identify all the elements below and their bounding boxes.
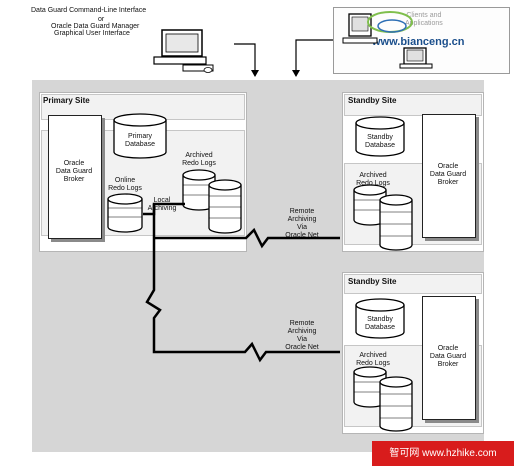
- primary-database-icon: [113, 113, 167, 159]
- clients-line-1: Clients and: [406, 12, 442, 19]
- remote-1-line-3: Via: [297, 224, 307, 231]
- remote-2-line-1: Remote: [289, 320, 315, 327]
- standby-1-broker-line-1: Oracle: [437, 163, 459, 170]
- standby-2-broker-line-2: Data Guard: [429, 353, 467, 360]
- standby-2-broker-box: [422, 296, 476, 420]
- primary-archived-logs-icon: [182, 169, 242, 234]
- standby-1-broker-line-2: Data Guard: [429, 171, 467, 178]
- standby-2-database-line-1: Standby: [367, 316, 393, 323]
- standby-2-database-icon: [355, 298, 405, 339]
- primary-broker-label: Oracle Data Guard Broker: [53, 160, 95, 184]
- local-archiving-line-2: Archiving: [147, 205, 177, 212]
- footer-watermark: 智可网 www.hzhike.com: [372, 441, 514, 466]
- primary-outbound-line: [145, 204, 340, 363]
- standby-1-archived-logs-icon: [353, 184, 413, 251]
- online-redo-line-1: Online: [114, 177, 136, 184]
- standby-1-archived-line-1: Archived: [359, 172, 387, 179]
- standby-1-archived-line-2: Redo Logs: [356, 180, 390, 187]
- standby-1-database-icon: [355, 116, 405, 157]
- standby-2-database-line-2: Database: [365, 324, 395, 331]
- standby-2-broker-label: Oracle Data Guard Broker: [425, 345, 471, 369]
- standby-1-database-line-1: Standby: [367, 134, 393, 141]
- standby-1-database-label: Standby Database: [356, 134, 404, 150]
- standby-2-archived-line-2: Redo Logs: [356, 360, 390, 367]
- online-redo-logs-icon: [107, 193, 143, 233]
- primary-site-title: Primary Site: [43, 96, 90, 105]
- clients-arrow: [292, 39, 333, 77]
- gui-label: Graphical User Interface: [54, 30, 130, 37]
- remote-archiving-path-1: [154, 227, 340, 249]
- primary-broker-line-3: Broker: [63, 176, 85, 183]
- primary-database-line-2: Database: [125, 141, 155, 148]
- standby-2-broker-line-3: Broker: [437, 361, 459, 368]
- primary-database-line-1: Primary: [127, 133, 153, 140]
- cli-label: Data Guard Command-Line Interface: [31, 7, 147, 14]
- or-label: or: [98, 16, 105, 23]
- local-archiving-label: Local Archiving: [142, 197, 182, 213]
- standby-1-archived-label: Archived Redo Logs: [348, 172, 398, 188]
- local-archiving-line-1: Local: [153, 197, 171, 204]
- online-redo-label: Online Redo Logs: [100, 177, 150, 193]
- logo-swirl-icon: [367, 11, 413, 33]
- remote-2-line-3: Via: [297, 336, 307, 343]
- console-workstation-icon: [153, 29, 214, 73]
- standby-2-archived-logs-icon: [353, 366, 413, 432]
- primary-archived-line-1: Archived: [185, 152, 213, 159]
- standby-2-database-label: Standby Database: [356, 316, 404, 332]
- standby-1-broker-line-3: Broker: [437, 179, 459, 186]
- primary-broker-line-2: Data Guard: [55, 168, 93, 175]
- clients-line-2: Applications: [405, 20, 443, 27]
- remote-2-line-2: Archiving: [287, 328, 317, 335]
- client-workstation-icon-1: [342, 13, 378, 44]
- remote-1-line-4: Oracle Net: [285, 232, 319, 239]
- clients-label: Clients and Applications: [405, 12, 443, 28]
- watermark-text: www.bianceng.cn: [372, 36, 465, 48]
- standby-1-broker-box: [422, 114, 476, 238]
- standby-1-broker-label: Oracle Data Guard Broker: [425, 163, 471, 187]
- primary-broker-box: [48, 115, 102, 239]
- console-arrow: [234, 43, 259, 77]
- remote-1-line-1: Remote: [289, 208, 315, 215]
- standby-1-database-line-2: Database: [365, 142, 395, 149]
- remote-archiving-label-2: Remote Archiving Via Oracle Net: [278, 320, 326, 352]
- remote-1-line-2: Archiving: [287, 216, 317, 223]
- standby-2-archived-line-1: Archived: [359, 352, 387, 359]
- manager-label: Oracle Data Guard Manager: [51, 23, 140, 30]
- primary-database-label: Primary Database: [115, 133, 165, 149]
- standby-site-1-header: [344, 94, 482, 116]
- client-workstation-icon-2: [399, 47, 433, 69]
- standby-site-1-title: Standby Site: [348, 96, 397, 105]
- standby-site-2-header: [344, 274, 482, 294]
- remote-archiving-label-1: Remote Archiving Via Oracle Net: [278, 208, 326, 240]
- remote-2-line-4: Oracle Net: [285, 344, 319, 351]
- online-redo-line-2: Redo Logs: [108, 185, 142, 192]
- primary-archived-label: Archived Redo Logs: [174, 152, 224, 168]
- standby-2-archived-label: Archived Redo Logs: [348, 352, 398, 368]
- standby-site-2-title: Standby Site: [348, 277, 397, 286]
- primary-archived-line-2: Redo Logs: [182, 160, 216, 167]
- standby-2-broker-line-1: Oracle: [437, 345, 459, 352]
- primary-broker-line-1: Oracle: [63, 160, 85, 167]
